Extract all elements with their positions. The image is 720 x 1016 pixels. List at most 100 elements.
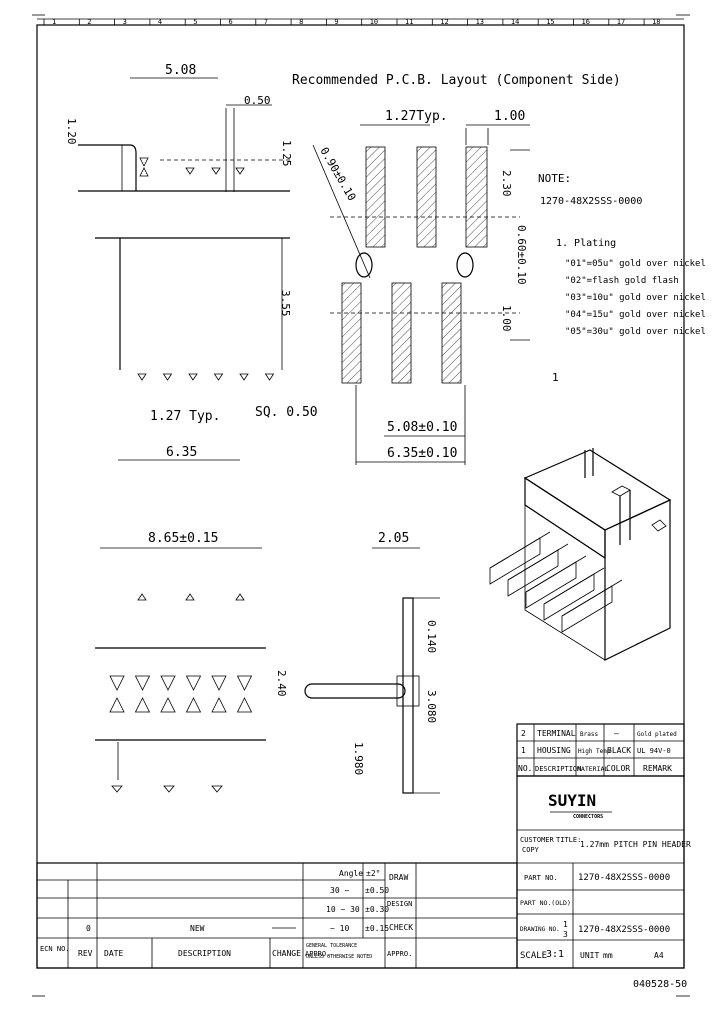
- bottom-pin-top: [185, 675, 202, 691]
- bottom-pin-top: [236, 675, 253, 691]
- ruler-number: 8: [299, 18, 303, 26]
- ruler-number: 18: [652, 18, 660, 26]
- top-view: 5.08 0.50 1.20 1.25: [65, 63, 293, 192]
- company-sub: CONNECTORS: [573, 814, 603, 820]
- scale-label: SCALE: [520, 951, 547, 961]
- fraction-bottom: 3: [563, 930, 568, 939]
- bottom-pin-top: [211, 675, 227, 691]
- title-value: 1.27mm PITCH PIN HEADER: [580, 840, 691, 849]
- notes-item-2: "02"=flash gold flash: [565, 276, 679, 286]
- notes-item-4: "04"=15u" gold over nickel: [565, 310, 706, 320]
- dim-side-top: 2.05: [378, 531, 409, 546]
- bom-row2-remark: UL 94V-0: [637, 747, 671, 755]
- front-pin-tip: [213, 373, 224, 381]
- bom-header-remark: REMARK: [643, 764, 672, 773]
- ruler-number: 2: [87, 18, 91, 26]
- ruler-number: 9: [334, 18, 338, 26]
- pcb-dim-v2: 0.60±0.10: [515, 225, 528, 285]
- rev-desc-value: NEW: [190, 924, 205, 933]
- isometric-view: [489, 448, 672, 661]
- bottom-pin-bottom: [211, 697, 227, 713]
- bom-header-mat: MATERIAL: [577, 765, 608, 773]
- ruler-number: 17: [617, 18, 625, 26]
- customer-label: CUSTOMER: [520, 836, 555, 844]
- part-no-old-label: PART NO.(OLD): [520, 899, 571, 907]
- bom-row1-remark: Gold plated: [637, 731, 677, 738]
- rev-header-date: DATE: [104, 949, 123, 958]
- ruler-number: 6: [229, 18, 233, 26]
- notes-plating-title: 1. Plating: [556, 238, 616, 249]
- bom-row1-no: 2: [521, 729, 526, 738]
- tol-value-2: ±0.30: [365, 905, 389, 914]
- pcb-layout-title: Recommended P.C.B. Layout (Component Sid…: [292, 73, 621, 88]
- unit-value: mm: [603, 951, 613, 960]
- pcb-pin1-label: 1: [552, 371, 559, 384]
- ruler-number: 4: [158, 18, 162, 26]
- draw-label: DRAW: [389, 873, 408, 882]
- customer-value: COPY: [522, 846, 540, 854]
- bottom-pin-bottom: [185, 697, 202, 713]
- pcb-dim-v1: 2.30: [500, 170, 513, 197]
- dim-bottom-left: 2.40: [275, 670, 288, 697]
- ruler-number: 15: [546, 18, 554, 26]
- ruler-number: 1: [52, 18, 56, 26]
- notes-item-3: "03"=10u" gold over nickel: [565, 293, 706, 303]
- check-label: CHECK: [389, 923, 413, 932]
- side-view: 2.05 0.140 3.080 1.980: [304, 531, 440, 794]
- dim-top-height-left: 1.20: [65, 118, 78, 145]
- notes-part: 1270-48X2SSS-0000: [540, 196, 642, 207]
- drawing-no-value: 1270-48X2SSS-0000: [578, 925, 670, 935]
- bottom-pin-top: [109, 675, 125, 691]
- iso-pin-side: [561, 585, 613, 633]
- dim-side-bottom: 1.980: [352, 742, 365, 775]
- bom-row2-no: 1: [521, 746, 526, 755]
- unit-label: UNIT: [580, 951, 599, 960]
- dim-top-height-right: 1.25: [280, 140, 293, 167]
- iso-pin-side: [543, 573, 595, 621]
- bom-header-color: COLOR: [606, 764, 630, 773]
- ruler-number: 12: [440, 18, 448, 26]
- bom-row2-color: BLACK: [607, 746, 631, 755]
- ruler-number: 11: [405, 18, 413, 26]
- dim-front-sq: SQ. 0.50: [255, 405, 318, 420]
- bom-row2-desc: HOUSING: [537, 746, 571, 755]
- bom-row1-color: —: [614, 729, 619, 738]
- bottom-pin-top: [160, 675, 176, 691]
- iso-pin-side: [525, 561, 577, 609]
- front-pin-tip: [264, 373, 275, 381]
- bom-header-no: NO.: [518, 764, 532, 773]
- bom-row2-mat: High Temp: [578, 748, 611, 755]
- bottom-pin-bottom: [134, 697, 151, 713]
- bom-row1-desc: TERMINAL: [537, 729, 576, 738]
- fraction-top: 1: [563, 920, 568, 929]
- iso-pin-side: [489, 537, 541, 585]
- bottom-pin-top: [134, 675, 151, 691]
- pcb-dim-pad: 1.00: [494, 109, 525, 124]
- dim-bottom-width: 8.65±0.15: [148, 531, 218, 546]
- front-view: 1.27 Typ. SQ. 0.50 6.35 3.55: [95, 237, 318, 461]
- bottom-pin-bottom: [109, 697, 125, 713]
- drawing-frame: [36, 24, 685, 969]
- design-label: DESIGN: [387, 900, 412, 908]
- pcb-dim-hole: 0.90±0.10: [317, 145, 358, 203]
- general-tolerance: GENERAL TOLERANCE: [306, 943, 357, 949]
- rev-header-description: DESCRIPTION: [178, 949, 231, 958]
- bottom-pin-bottom: [160, 697, 176, 713]
- scale-value: 3:1: [546, 949, 564, 960]
- tol-value-3: ±0.15: [365, 924, 389, 933]
- notes-item-1: "01"=05u" gold over nickel: [565, 259, 706, 269]
- ruler-number: 3: [123, 18, 127, 26]
- part-no-value: 1270-48X2SSS-0000: [578, 873, 670, 883]
- notes-block: NOTE: 1270-48X2SSS-0000 1. Plating "01"=…: [538, 172, 706, 337]
- tol-range-2: 10 ~ 30: [326, 905, 360, 914]
- rev-header-rev: REV: [78, 949, 93, 958]
- tol-range-3: ~ 10: [330, 924, 349, 933]
- bottom-view: 8.65±0.15 2.40: [95, 531, 288, 793]
- drawing-no-label: DRAWING NO.: [520, 926, 560, 933]
- ruler-number: 10: [370, 18, 378, 26]
- ruler-number: 13: [476, 18, 484, 26]
- pcb-dim-h1: 5.08±0.10: [387, 420, 457, 435]
